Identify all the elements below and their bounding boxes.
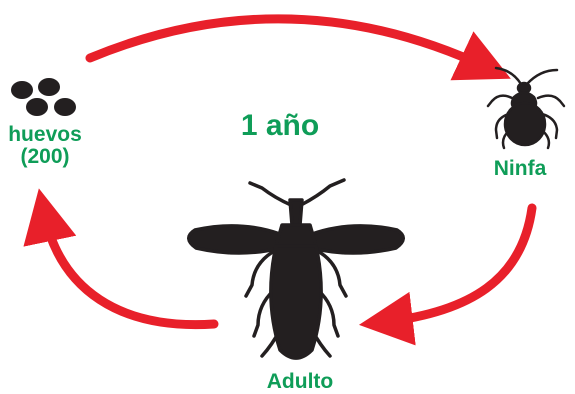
egg <box>54 98 76 116</box>
egg <box>11 81 33 99</box>
arrow-eggs-to-nymph <box>85 14 511 81</box>
arrow-adult-to-eggs <box>23 188 219 330</box>
egg <box>26 98 48 116</box>
cycle-duration-label: 1 año <box>240 109 320 142</box>
eggs-label-line1: huevos <box>8 123 82 146</box>
adult-label: Adulto <box>266 370 334 393</box>
eggs-label-line2: (200) <box>20 145 70 169</box>
eggs-label: huevos (200) <box>0 123 90 169</box>
eggs-illustration <box>11 78 76 116</box>
arrow-nymph-to-adult <box>358 203 537 346</box>
adult-illustration <box>187 178 405 360</box>
nymph-label: Ninfa <box>493 157 547 180</box>
egg <box>38 78 60 96</box>
nymph-illustration <box>486 66 566 150</box>
